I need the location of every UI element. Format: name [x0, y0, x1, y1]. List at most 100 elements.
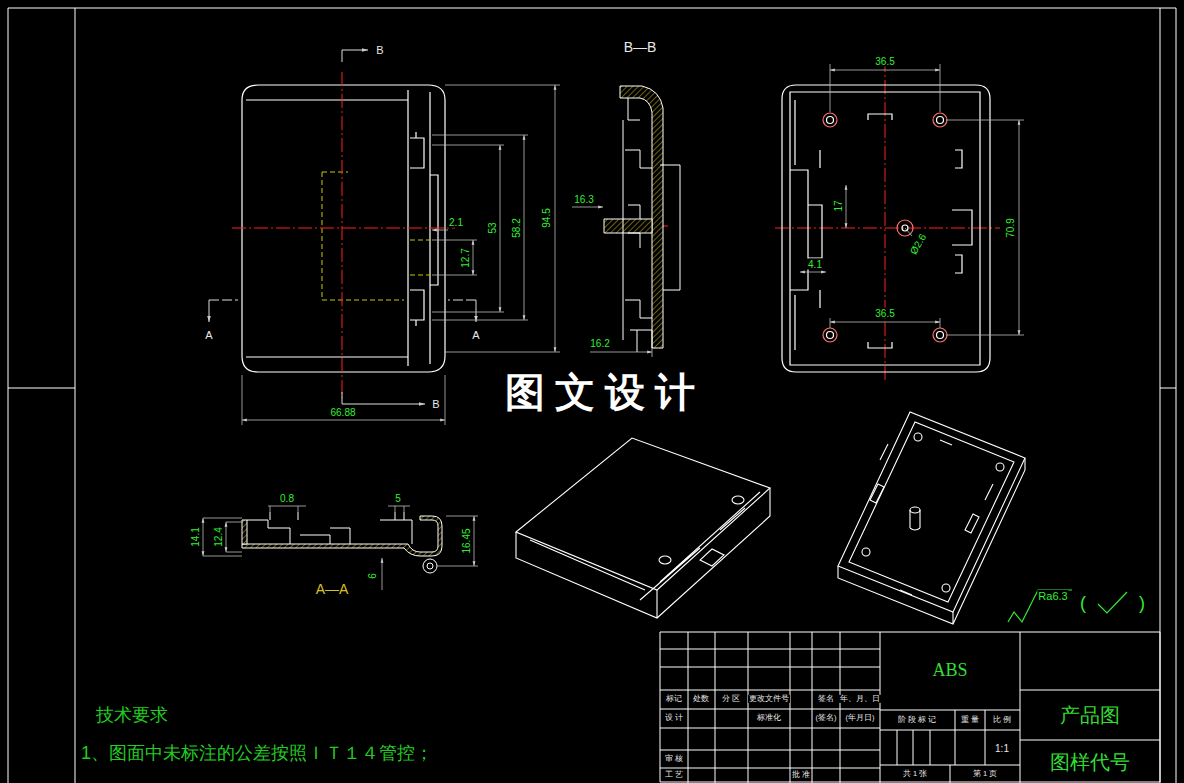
dimension-line	[846, 185, 847, 228]
section-b-b	[620, 86, 663, 348]
section-letter: B	[431, 398, 440, 410]
dimension-line	[905, 228, 912, 236]
sheet-frame	[8, 8, 1176, 783]
material-cell: ABS	[880, 632, 1020, 710]
top-view	[782, 85, 990, 372]
title-block-cell: 比 例	[992, 716, 1012, 724]
dimension-line	[830, 322, 940, 323]
title-block-cell: 阶 段 标 记	[897, 716, 937, 724]
roughness-bracket: )	[1138, 594, 1146, 614]
top-view	[937, 117, 944, 124]
dimension-value: 12.4	[213, 526, 224, 547]
dimension-value: 14.1	[190, 526, 201, 547]
closed-box-3d	[516, 438, 770, 618]
dimension-value: 0.8	[279, 493, 295, 504]
roughness-value: Ra6.3	[1037, 590, 1068, 602]
dimension-value: 70.9	[1005, 217, 1016, 238]
title-block-cell: 设 计	[664, 714, 684, 722]
title-block-cell: 重 量	[960, 716, 980, 724]
closed-box-3d	[516, 488, 770, 618]
dimension-line	[555, 85, 556, 352]
dimension-value: 58.2	[511, 217, 522, 238]
section-letter: A	[204, 329, 213, 341]
section-title: B—B	[623, 40, 658, 55]
dimension-line	[226, 522, 227, 552]
title-block-cell: 工 艺	[664, 771, 684, 779]
title-block-cell: 标准化	[756, 714, 782, 722]
title-block-cell: 年、月、日	[839, 695, 881, 703]
dimension-line	[800, 272, 826, 273]
note-heading: 技术要求	[95, 706, 169, 726]
top-view	[790, 100, 972, 350]
section-a-a	[247, 512, 412, 544]
front-view	[410, 132, 424, 326]
title-block-cell: (签名)	[815, 714, 838, 722]
title-block-cell: 签名	[817, 695, 835, 703]
closed-box-3d	[700, 549, 724, 566]
section-a-a	[242, 512, 442, 573]
title-block-cell: 批 准	[791, 771, 811, 779]
closed-box-3d	[530, 492, 760, 600]
dimension-line	[473, 240, 474, 275]
open-tray-3d	[870, 440, 993, 595]
sheet-frame	[8, 8, 1176, 783]
section-mark	[342, 392, 343, 404]
dimension-line	[268, 506, 410, 512]
cell-text: 图样代号	[1050, 751, 1130, 773]
roughness-symbol	[1098, 592, 1127, 613]
center-line	[232, 58, 1000, 398]
section-mark	[209, 300, 210, 322]
title-block-grid	[660, 649, 880, 768]
title-block-cell: 第 1 页	[972, 770, 998, 778]
section-letter: A	[471, 329, 480, 341]
top-view	[933, 113, 947, 127]
dimension-line	[500, 145, 501, 312]
title-block-cell: 分 区	[721, 695, 741, 703]
dimension-line	[203, 518, 204, 556]
title-block-grid	[880, 710, 1020, 783]
dimension-value: 36.5	[874, 308, 895, 319]
roughness-bracket: (	[1079, 594, 1087, 614]
dimension-value: 12.7	[460, 247, 471, 268]
open-tray-3d	[849, 422, 1014, 602]
note-text: 1、图面中未标注的公差按照ＩＴ１４管控；	[80, 744, 434, 764]
open-tray-3d	[838, 412, 1025, 624]
title-block-cell: 更改文件号	[748, 695, 790, 703]
dimension-line	[590, 352, 652, 353]
section-a-a	[423, 559, 437, 573]
title-block-grid	[660, 632, 1160, 782]
dimension-value: 16.2	[589, 338, 610, 349]
title-block-cell: (年月日)	[845, 714, 876, 722]
section-a-a	[427, 563, 433, 569]
top-view	[937, 332, 944, 339]
section-b-b	[604, 219, 652, 233]
dimension-value: 16.45	[461, 527, 472, 554]
open-tray-3d	[942, 584, 950, 592]
title-block-grid	[688, 632, 1020, 783]
dimension-line	[524, 135, 525, 320]
drawing-name-cell: 产品图	[1020, 690, 1160, 740]
dimension-value: 2.1	[448, 217, 464, 228]
title-block-grid	[1020, 690, 1160, 740]
dimension-line	[474, 516, 475, 566]
open-tray-3d	[996, 463, 1004, 471]
top-view	[933, 328, 947, 342]
dimension-value: 5	[394, 493, 402, 504]
section-mark	[209, 300, 476, 301]
open-tray-3d	[910, 510, 920, 530]
dimension-value: 16.3	[573, 194, 594, 205]
section-letter: B	[375, 44, 384, 56]
top-view	[823, 113, 837, 127]
center-line	[232, 58, 1000, 398]
section-b-b	[623, 98, 680, 352]
open-tray-3d	[862, 548, 870, 556]
hidden-line	[322, 172, 432, 300]
open-tray-3d	[910, 507, 920, 513]
dimension-value: 36.5	[874, 56, 895, 67]
section-title: A—A	[315, 582, 350, 597]
dimension-line	[830, 70, 940, 71]
dimension-line	[203, 516, 478, 566]
closed-box-3d	[516, 438, 770, 590]
title-block-cell: 标记	[665, 695, 683, 703]
section-a-a	[242, 520, 247, 544]
